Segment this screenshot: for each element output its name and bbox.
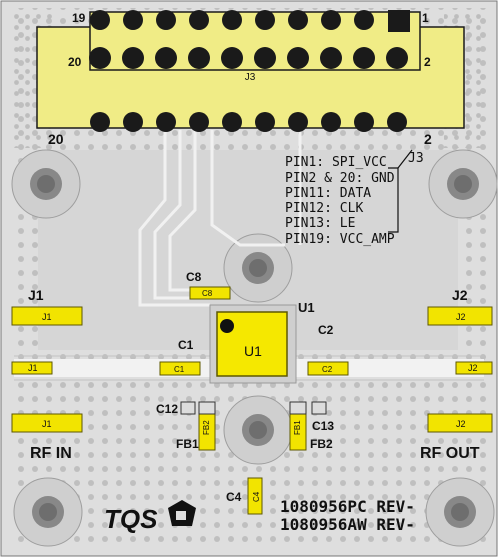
svg-text:C8: C8: [202, 289, 213, 298]
rf-out-label: RF OUT: [420, 445, 480, 462]
svg-text:FB2: FB2: [202, 420, 211, 435]
revision-line: 1080956AW REV-: [280, 515, 415, 534]
svg-text:C2: C2: [322, 365, 333, 374]
capacitor-c1: C1 C1: [159, 338, 201, 376]
svg-text:C1: C1: [174, 365, 185, 374]
pinout-line: PIN1: SPI_VCC: [285, 155, 387, 170]
pinout-line: PIN19: VCC_AMP: [285, 232, 395, 247]
j3-pin-1: 1: [422, 11, 429, 25]
capacitor-c12: C12: [156, 401, 196, 416]
j1-ref: J1: [28, 287, 44, 303]
svg-text:J1: J1: [28, 363, 38, 373]
capacitor-c2: C2 C2: [307, 323, 349, 376]
j3-pin-20-bottom: 20: [48, 131, 64, 147]
svg-text:C2: C2: [318, 323, 334, 337]
svg-text:C4: C4: [252, 491, 261, 502]
svg-text:C8: C8: [186, 270, 202, 284]
pinout-notes: PIN1: SPI_VCC PIN2 & 20: GND PIN11: DATA…: [285, 149, 424, 247]
ic-u1: U1 U1: [209, 300, 315, 384]
svg-text:J2: J2: [456, 419, 466, 429]
connector-j1: J1 J1 J1 J1: [11, 287, 83, 433]
pinout-ref: J3: [408, 151, 424, 166]
ferrite-fb2-left: FB2 FB1: [176, 401, 216, 451]
svg-text:FB1: FB1: [176, 437, 199, 451]
tqs-logo: TQS: [104, 500, 196, 534]
svg-text:J1: J1: [42, 312, 52, 322]
capacitor-c13: C13: [311, 401, 334, 433]
j3-pin-2-mid: 2: [424, 55, 431, 69]
u1-body-label: U1: [244, 343, 262, 359]
svg-text:C1: C1: [178, 338, 194, 352]
j3-pin-19: 19: [72, 11, 86, 25]
j3-ref: J3: [245, 72, 256, 83]
rf-in-label: RF IN: [30, 445, 72, 462]
svg-text:J2: J2: [456, 312, 466, 322]
svg-text:FB2: FB2: [310, 437, 333, 451]
j2-ref: J2: [452, 287, 468, 303]
pinout-line: PIN13: LE: [285, 216, 355, 231]
svg-text:C13: C13: [312, 419, 334, 433]
connector-j3: J3 19 1 20 2 20 2: [36, 10, 465, 147]
svg-text:FB1: FB1: [293, 420, 302, 435]
pinout-line: PIN12: CLK: [285, 201, 363, 216]
pinout-line: PIN2 & 20: GND: [285, 171, 395, 186]
connector-j2: J2 J2 J2 J2: [427, 287, 493, 433]
svg-text:J1: J1: [42, 419, 52, 429]
j3-pin-2-bottom: 2: [424, 131, 432, 147]
svg-text:C4: C4: [226, 490, 242, 504]
revision-line: 1080956PC REV-: [280, 497, 415, 516]
capacitor-c4: C4 C4: [226, 477, 263, 515]
pinout-line: PIN11: DATA: [285, 186, 371, 201]
mounting-holes: [11, 149, 498, 547]
ferrite-fb1-right: FB1 FB2: [289, 401, 333, 451]
capacitor-c8: C8 C8: [186, 270, 231, 300]
j3-pin-20-mid: 20: [68, 55, 82, 69]
svg-text:J2: J2: [468, 363, 478, 373]
control-traces: [138, 130, 302, 307]
svg-text:TQS: TQS: [104, 504, 158, 534]
u1-silk-label: U1: [298, 300, 315, 315]
svg-text:C12: C12: [156, 402, 178, 416]
